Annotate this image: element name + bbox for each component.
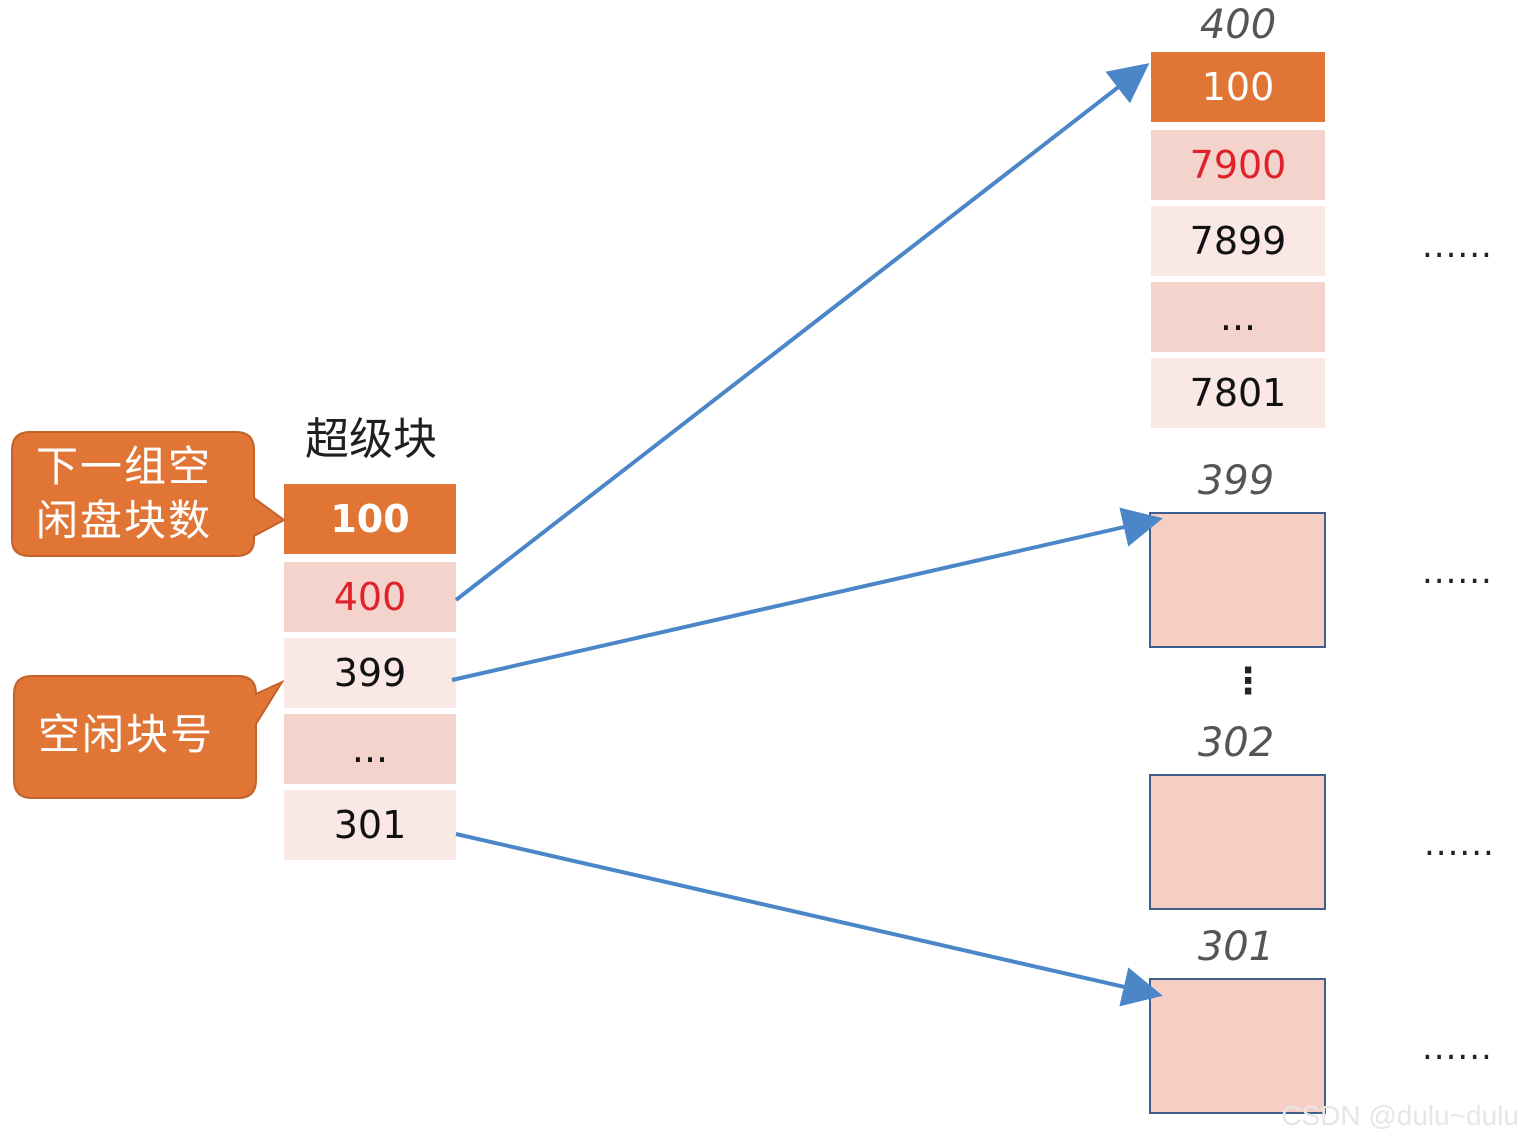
free-block bbox=[1149, 774, 1326, 910]
free-block-no-callout-text: 空闲块号 bbox=[38, 710, 215, 759]
continuation-ellipsis: ...... bbox=[1422, 1028, 1493, 1068]
continuation-ellipsis: ...... bbox=[1422, 552, 1493, 592]
group-block-count-cell: 100 bbox=[1151, 52, 1325, 122]
group-block-cell: 7801 bbox=[1151, 358, 1325, 428]
superblock-cell: ... bbox=[284, 714, 456, 784]
group-block-cell: 7900 bbox=[1151, 130, 1325, 200]
superblock-cell: 400 bbox=[284, 562, 456, 632]
watermark: CSDN @dulu~dulu bbox=[1281, 1100, 1519, 1131]
free-block-no-callout-shape bbox=[13, 675, 285, 799]
free-block-label: 301 bbox=[1197, 924, 1275, 970]
free-block-label: 399 bbox=[1197, 458, 1275, 504]
free-block-label: 302 bbox=[1197, 720, 1275, 766]
group-block-cell: 7899 bbox=[1151, 206, 1325, 276]
continuation-ellipsis: ...... bbox=[1422, 226, 1493, 266]
superblock-title: 超级块 bbox=[305, 414, 437, 465]
next-group-count-callout-shape bbox=[11, 431, 286, 557]
free-block bbox=[1149, 978, 1326, 1114]
arrow-to-group-block bbox=[454, 63, 1150, 602]
superblock-cell: 301 bbox=[284, 790, 456, 860]
next-group-count-callout-text: 下一组空闲盘块数 bbox=[36, 442, 213, 545]
superblock-count-cell: 100 bbox=[284, 484, 456, 554]
superblock-cell: 399 bbox=[284, 638, 456, 708]
arrow-to-block-301 bbox=[455, 832, 1163, 1007]
group-block-cell: ... bbox=[1151, 282, 1325, 352]
arrow-to-block-399 bbox=[451, 507, 1163, 682]
free-block bbox=[1149, 512, 1326, 648]
continuation-ellipsis: ...... bbox=[1424, 824, 1495, 864]
group-block-label: 400 bbox=[1199, 2, 1277, 48]
